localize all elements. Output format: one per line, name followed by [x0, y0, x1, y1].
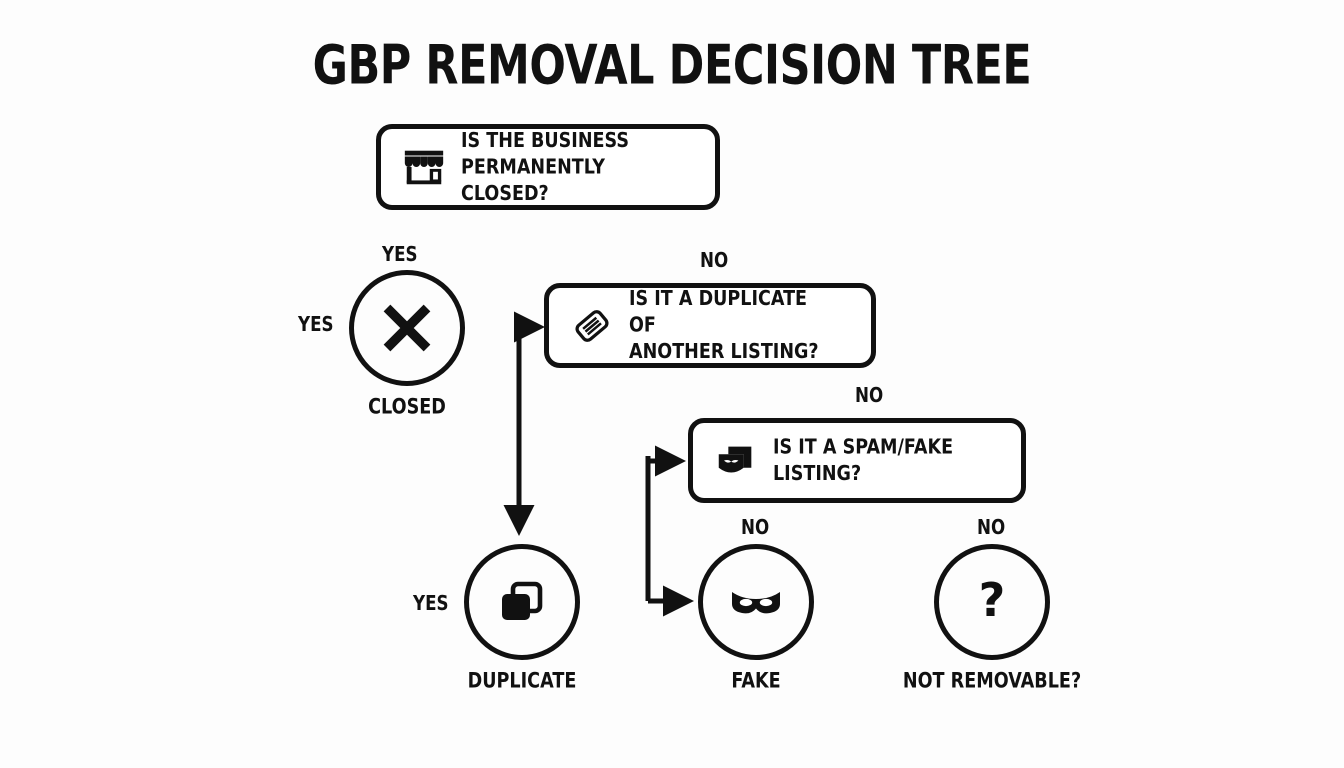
question-line-2: LISTING? — [773, 460, 862, 485]
x-mark-icon — [383, 304, 431, 352]
question-line-1: IS THE BUSINESS — [461, 127, 630, 152]
question-box-permanently-closed[interactable]: IS THE BUSINESS PERMANENTLY CLOSED? — [376, 124, 720, 210]
edge-label-duplicate-no-above: NO — [700, 249, 729, 273]
outcome-label-duplicate: DUPLICATE — [467, 667, 577, 693]
svg-text:?: ? — [979, 574, 1006, 627]
question-line-2: PERMANENTLY CLOSED? — [461, 153, 605, 205]
outcome-node-closed[interactable]: CLOSED — [349, 270, 465, 419]
outcome-circle — [464, 544, 580, 660]
question-mark-icon: ? — [979, 574, 1006, 627]
bandit-mask-icon — [732, 592, 780, 614]
question-line-1: IS IT A SPAM/FAKE — [773, 434, 954, 459]
question-text-permanently-closed: IS THE BUSINESS PERMANENTLY CLOSED? — [461, 127, 677, 206]
edge-label-fake-no-above: NO — [741, 516, 770, 540]
question-line-1: IS IT A DUPLICATE OF — [629, 285, 808, 337]
outcome-node-fake[interactable]: FAKE — [698, 544, 814, 693]
storefront-icon — [404, 150, 444, 185]
edge-label-closed-yes-left: YES — [298, 313, 334, 337]
duplicate-icon — [502, 581, 543, 620]
edge-label-closed-yes-above: YES — [382, 243, 418, 267]
edge-label-not-removable-no-above: NO — [977, 516, 1006, 540]
page-title: GBP REMOVAL DECISION TREE — [312, 34, 1032, 97]
outcome-label-fake: FAKE — [731, 667, 781, 693]
outcome-node-not-removable[interactable]: ? NOT REMOVABLE? — [903, 544, 1081, 693]
masked-listing-icon — [718, 446, 752, 472]
question-box-duplicate-listing[interactable]: IS IT A DUPLICATE OF ANOTHER LISTING? — [544, 283, 876, 368]
question-text-duplicate-listing: IS IT A DUPLICATE OF ANOTHER LISTING? — [629, 286, 834, 365]
outcome-circle — [934, 544, 1050, 660]
question-box-spam-fake-listing[interactable]: IS IT A SPAM/FAKE LISTING? — [688, 418, 1026, 503]
outcome-label-not-removable: NOT REMOVABLE? — [902, 667, 1082, 693]
tilted-card-icon — [575, 309, 609, 342]
edge-label-spam-no-above: NO — [855, 384, 884, 408]
question-line-2: ANOTHER LISTING? — [629, 338, 819, 364]
outcome-label-closed: CLOSED — [368, 393, 446, 419]
outcome-node-duplicate[interactable]: DUPLICATE — [464, 544, 580, 693]
question-text-spam-fake-listing: IS IT A SPAM/FAKE LISTING? — [773, 434, 953, 487]
edge-label-duplicate-yes-left: YES — [413, 592, 449, 616]
